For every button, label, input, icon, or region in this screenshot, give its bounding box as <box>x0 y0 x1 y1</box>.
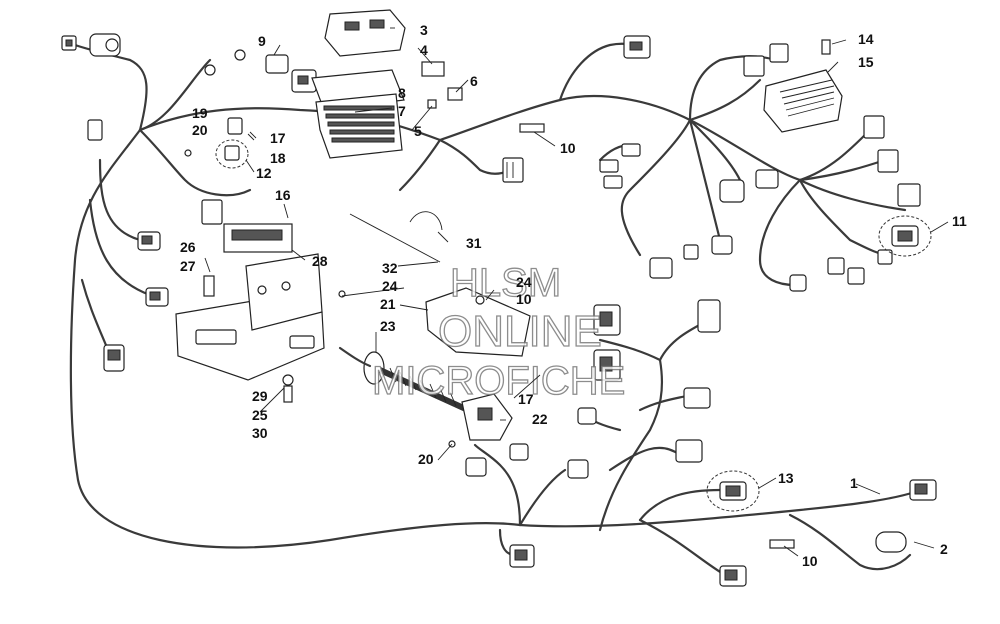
callout-31: 31 <box>466 235 482 251</box>
callout-20-a: 20 <box>192 122 208 138</box>
callout-7: 7 <box>398 103 406 119</box>
callout-29: 29 <box>252 388 268 404</box>
callout-19: 19 <box>192 105 208 121</box>
callout-1: 1 <box>850 475 858 491</box>
connector-left-2 <box>137 231 161 251</box>
callout-10-b: 10 <box>516 291 532 307</box>
connector-mid-3 <box>649 235 733 279</box>
callout-23: 23 <box>380 318 396 334</box>
ring-terminal-9 <box>204 49 289 76</box>
watermark-line-3: MICROFICHE <box>372 359 625 403</box>
connector-lower-2 <box>509 439 703 568</box>
cable-tie <box>349 211 443 263</box>
connector-left-1 <box>87 119 103 141</box>
connector-mid-pair <box>599 143 641 189</box>
connector-7-area <box>743 43 789 77</box>
callout-24-a: 24 <box>382 278 398 294</box>
callout-12: 12 <box>256 165 272 181</box>
callout-13: 13 <box>778 470 794 486</box>
fuse-grid <box>323 105 395 143</box>
connector-center-2 <box>577 299 721 425</box>
watermark: HLSM ONLINE MICROFICHE <box>371 260 626 403</box>
callout-10-a: 10 <box>560 140 576 156</box>
detail-parts <box>184 117 919 553</box>
callout-26: 26 <box>180 239 196 255</box>
callout-17-a: 17 <box>270 130 286 146</box>
callout-27: 27 <box>180 258 196 274</box>
callout-17-b: 17 <box>518 391 534 407</box>
connector-left-3 <box>145 287 169 307</box>
callout-2: 2 <box>940 541 948 557</box>
callout-6: 6 <box>470 73 478 89</box>
connector-top-left <box>61 35 77 51</box>
callout-16: 16 <box>275 187 291 203</box>
callout-11: 11 <box>952 213 967 229</box>
connector-right-stack <box>863 115 921 207</box>
connector-10a-area <box>502 157 524 183</box>
detail-circle-12 <box>215 139 249 169</box>
connector-top-mid <box>291 69 317 93</box>
main-harness <box>69 42 917 577</box>
callout-3: 3 <box>420 22 428 38</box>
sensor-top-left <box>89 33 121 57</box>
callout-5: 5 <box>414 123 422 139</box>
watermark-line-2: ONLINE <box>438 307 602 356</box>
connector-lower-1 <box>465 443 589 479</box>
callout-20-b: 20 <box>418 451 434 467</box>
callout-21: 21 <box>380 296 396 312</box>
detail-circle-11 <box>878 215 932 257</box>
callout-28: 28 <box>312 253 328 269</box>
connector-mid-2 <box>719 169 779 203</box>
callout-8: 8 <box>398 85 406 101</box>
callout-9: 9 <box>258 33 266 49</box>
callout-labels: 1 2 3 4 5 6 7 8 9 10 10 10 11 12 13 14 1… <box>180 22 967 569</box>
actuator <box>338 287 531 448</box>
callout-14: 14 <box>858 31 874 47</box>
watermark-line-1: HLSM <box>450 261 561 305</box>
mounting-bracket <box>175 199 346 403</box>
voltage-regulator <box>763 39 843 133</box>
connector-bottom-right <box>719 479 937 587</box>
callout-25: 25 <box>252 407 268 423</box>
connector-top-right-1 <box>623 35 651 59</box>
callout-4: 4 <box>420 42 428 58</box>
connectors <box>61 33 937 587</box>
leader-lines <box>204 27 949 557</box>
callout-15: 15 <box>858 54 874 70</box>
callout-22: 22 <box>532 411 548 427</box>
connector-right-low <box>789 249 893 292</box>
connector-left-4 <box>103 344 125 372</box>
detail-circle-13 <box>706 470 760 512</box>
callout-10-c: 10 <box>802 553 818 569</box>
callout-18: 18 <box>270 150 286 166</box>
connector-center-1 <box>593 304 621 381</box>
callout-30: 30 <box>252 425 268 441</box>
callout-24-b: 24 <box>516 274 532 290</box>
callout-32: 32 <box>382 260 398 276</box>
fuse-box <box>311 9 463 159</box>
